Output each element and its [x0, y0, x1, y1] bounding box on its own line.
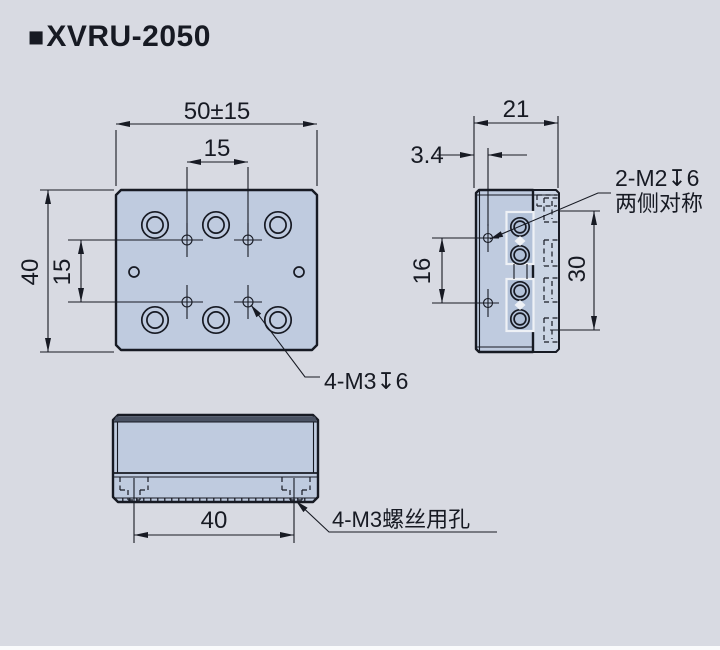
page-bottom-strip [0, 646, 720, 650]
callout-m3-text: 4-M3↧6 [324, 368, 408, 394]
top-view-plate [114, 188, 319, 352]
callout-m3-leader: 4-M3↧6 [250, 304, 408, 394]
dim-top-width: 50±15 [115, 98, 318, 186]
dim-side-hole-offset: 3.4 [410, 142, 527, 226]
counterbore-holes [140, 210, 293, 335]
hidden-screw-holes [119, 477, 311, 501]
drawing-header: ■ XVRU-2050 [28, 20, 211, 54]
dim-side-depth: 21 [473, 96, 559, 188]
side-view-rail-block [532, 189, 560, 353]
callout-m2-leader: 2-M2↧6 两侧对称 [489, 165, 703, 240]
page-title: XVRU-2050 [46, 20, 211, 53]
dim-top-hole-spacing-y: 15 [49, 239, 203, 303]
dim-top-hole-spacing-y-text: 15 [49, 259, 76, 286]
dim-side-hole-spacing-text: 16 [409, 258, 436, 285]
dim-top-hole-spacing-x-text: 15 [204, 135, 231, 162]
top-view: 50±15 15 40 15 [17, 98, 408, 394]
bearing-recess [505, 210, 535, 333]
dim-front-hole-spacing-text: 40 [201, 507, 228, 534]
dim-top-width-text: 50±15 [184, 98, 251, 125]
hidden-rail-features [536, 194, 559, 343]
callout-m2-text: 2-M2↧6 [615, 165, 699, 191]
front-view: 40 4-M3螺丝用孔 [111, 413, 497, 543]
title-square-marker: ■ [28, 21, 45, 52]
side-view: 21 3.4 16 30 [409, 96, 703, 354]
dim-top-height: 40 [17, 189, 114, 353]
dim-side-slot-span: 30 [550, 210, 600, 331]
dim-side-depth-text: 21 [503, 96, 530, 123]
dim-top-height-text: 40 [17, 259, 44, 286]
callout-screw-holes-text: 4-M3螺丝用孔 [332, 507, 470, 532]
dim-top-hole-spacing-x: 15 [186, 135, 249, 236]
side-pin-holes [128, 266, 305, 278]
front-view-body [111, 413, 320, 504]
dim-side-hole-spacing: 16 [409, 237, 477, 304]
callout-screw-holes-leader: 4-M3螺丝用孔 [295, 500, 497, 533]
dim-side-hole-offset-text: 3.4 [410, 142, 443, 169]
callout-m2-symmetry-text: 两侧对称 [615, 191, 703, 216]
dim-front-hole-spacing: 40 [133, 478, 295, 543]
dim-side-slot-span-text: 30 [564, 256, 591, 283]
